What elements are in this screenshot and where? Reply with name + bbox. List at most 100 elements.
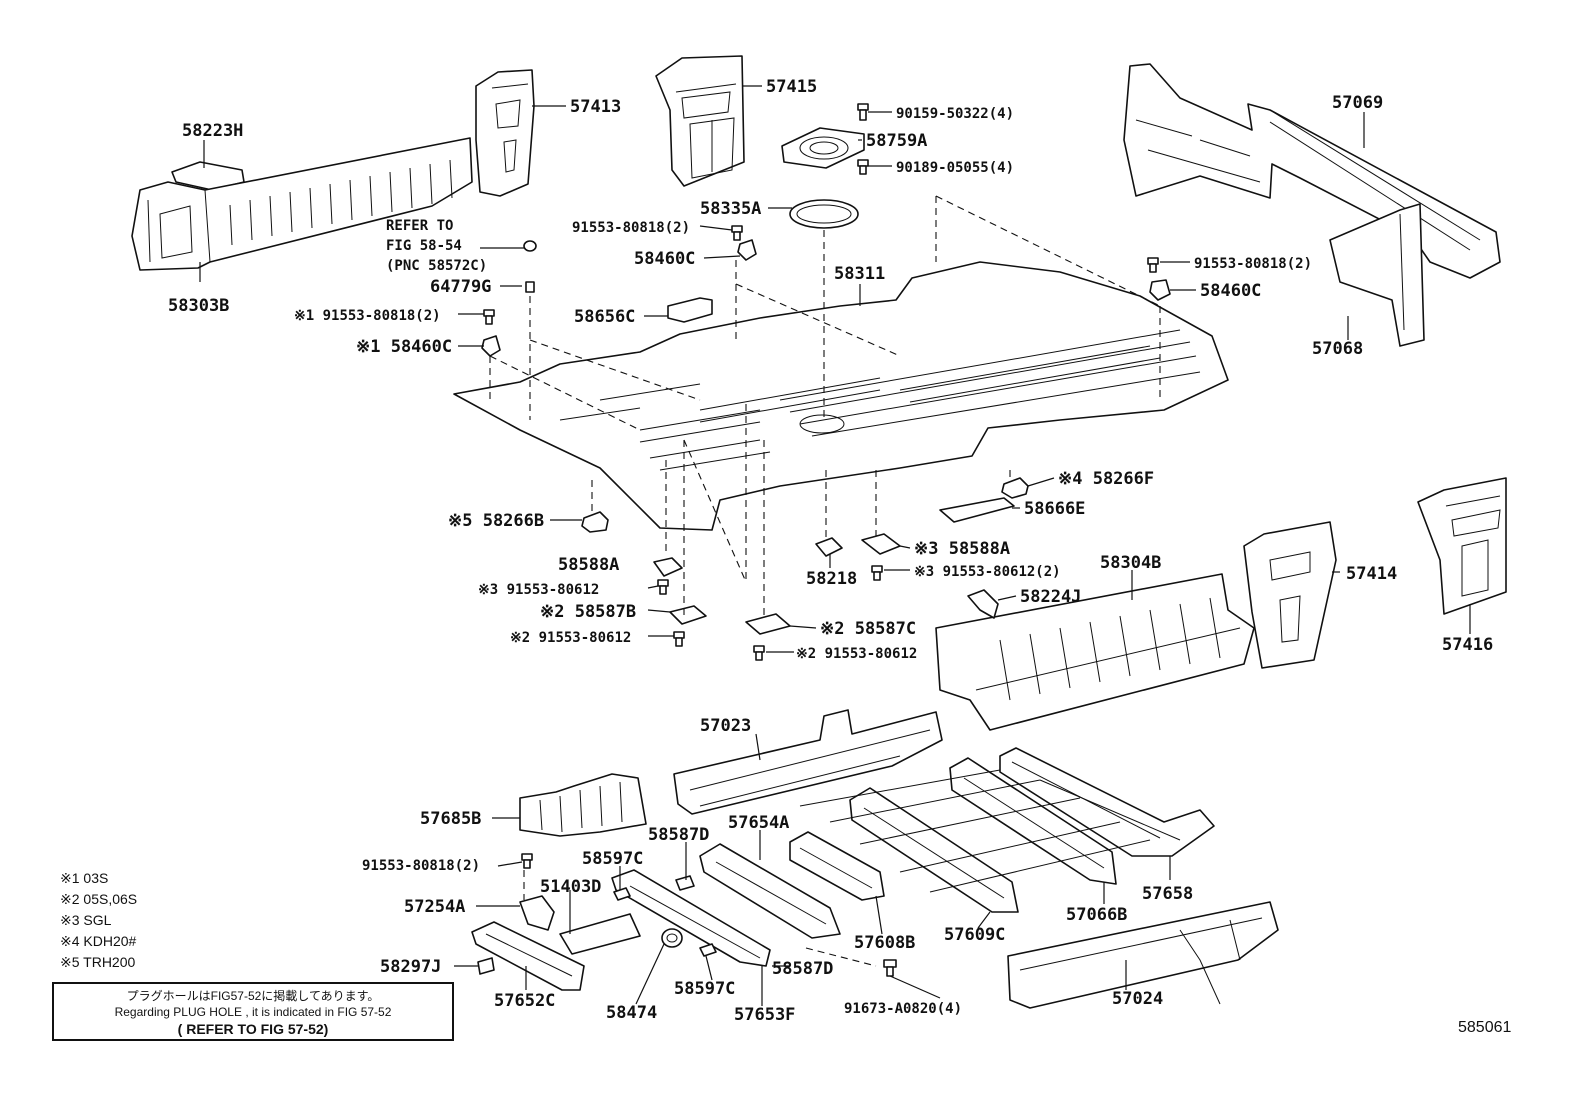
label-58304B: 58304B — [1100, 553, 1161, 573]
part-58587D-t — [675, 875, 695, 891]
label-58460C-right: 58460C — [1200, 281, 1261, 301]
legend-item: ※2 05S,06S — [60, 891, 138, 907]
label-91553-80612-2-left: ※2 91553-80612 — [510, 630, 631, 646]
label-57685B: 57685B — [420, 809, 481, 829]
part-57653F — [611, 869, 771, 967]
part-57023 — [673, 709, 943, 815]
part-58656C — [667, 297, 713, 323]
part-57608B — [789, 831, 885, 901]
label-57254A: 57254A — [404, 897, 465, 917]
bolt-80612-c — [753, 645, 765, 661]
label-58303B: 58303B — [168, 296, 229, 316]
label-57023: 57023 — [700, 716, 751, 736]
label-57414: 57414 — [1346, 564, 1397, 584]
part-57685B — [519, 773, 647, 837]
label-refer-to: REFER TO — [386, 218, 453, 234]
label-57609C: 57609C — [944, 925, 1005, 945]
part-57254A — [519, 895, 555, 931]
bolt-90159 — [857, 103, 869, 121]
label-90189-05055: 90189-05055(4) — [896, 160, 1014, 176]
label-58656C: 58656C — [574, 307, 635, 327]
label-58588A-right: ※3 58588A — [914, 539, 1010, 559]
part-57068 — [1329, 203, 1425, 347]
label-91553-80818-right: 91553-80818(2) — [1194, 256, 1312, 272]
label-57069: 57069 — [1332, 93, 1383, 113]
label-58311: 58311 — [834, 264, 885, 284]
part-58587B — [669, 605, 707, 625]
label-57415: 57415 — [766, 77, 817, 97]
part-58218 — [815, 537, 843, 557]
part-58587C — [745, 613, 791, 635]
part-58588A-left — [653, 557, 683, 577]
label-91553-80818-left: ※1 91553-80818(2) — [294, 308, 441, 324]
label-refer-pnc: (PNC 58572C) — [386, 258, 487, 274]
part-57416 — [1417, 477, 1507, 615]
bolt-80612-a — [657, 579, 669, 595]
leader-lines — [199, 85, 1471, 1006]
part-labels: 58223H 58303B 57413 57415 90159-50322(4)… — [168, 77, 1493, 1025]
part-57069 — [1123, 63, 1501, 279]
label-58597C-top: 58597C — [582, 849, 643, 869]
part-58666E — [939, 497, 1015, 523]
label-58597C-bottom: 58597C — [674, 979, 735, 999]
label-58223H: 58223H — [182, 121, 243, 141]
bolt-right — [1147, 257, 1159, 273]
label-57653F: 57653F — [734, 1005, 795, 1025]
label-58266F: ※4 58266F — [1058, 469, 1154, 489]
label-57024: 57024 — [1112, 989, 1163, 1009]
part-58759A — [781, 127, 865, 169]
part-58224J — [967, 589, 999, 619]
label-91553-80612-3-right: ※3 91553-80612(2) — [914, 564, 1061, 580]
label-58460C-left: ※1 58460C — [356, 337, 452, 357]
variant-legend: ※1 03S ※2 05S,06S ※3 SGL ※4 KDH20# ※5 TR… — [60, 868, 137, 973]
part-58460C-left — [481, 335, 501, 357]
part-51403D — [559, 913, 641, 955]
label-91673-A0820: 91673-A0820(4) — [844, 1001, 962, 1017]
label-57416: 57416 — [1442, 635, 1493, 655]
part-57415 — [655, 55, 745, 187]
note-japanese: プラグホールはFIG57-52に掲載してあります。 — [126, 989, 380, 1003]
label-58587C: ※2 58587C — [820, 619, 916, 639]
legend-item: ※5 TRH200 — [60, 954, 136, 970]
label-58759A: 58759A — [866, 131, 927, 151]
part-58266F — [1001, 477, 1029, 499]
label-58587D-top: 58587D — [648, 825, 709, 845]
label-64779G: 64779G — [430, 277, 491, 297]
bolt-left — [483, 309, 495, 325]
label-57413: 57413 — [570, 97, 621, 117]
part-57413 — [475, 69, 535, 197]
bolt-91673 — [883, 959, 897, 977]
part-58597C-b — [699, 943, 717, 957]
plug-hole-note: プラグホールはFIG57-52に掲載してあります。 Regarding PLUG… — [52, 982, 454, 1041]
label-58266B: ※5 58266B — [448, 511, 544, 531]
part-57024 — [1007, 901, 1279, 1009]
assembly-lines — [489, 195, 1161, 967]
part-57652C — [471, 921, 585, 991]
bolt-80612-d — [871, 565, 883, 581]
part-58588A-right — [861, 533, 901, 555]
bolt-center — [731, 225, 743, 241]
bolt-57685B — [521, 853, 533, 869]
label-91553-80612-3-left: ※3 91553-80612 — [478, 582, 599, 598]
legend-item: ※4 KDH20# — [60, 933, 137, 949]
label-57652C: 57652C — [494, 991, 555, 1011]
label-58224J: 58224J — [1020, 587, 1081, 607]
part-58597C-t — [613, 887, 631, 901]
label-refer-fig: FIG 58-54 — [386, 238, 462, 254]
label-58666E: 58666E — [1024, 499, 1085, 519]
label-57068: 57068 — [1312, 339, 1363, 359]
label-91553-80818-bottom: 91553-80818(2) — [362, 858, 480, 874]
label-58297J: 58297J — [380, 957, 441, 977]
part-58303B — [131, 137, 473, 271]
label-58588A-left: 58588A — [558, 555, 619, 575]
plug-64779G — [523, 240, 537, 293]
label-58218: 58218 — [806, 569, 857, 589]
label-90159-50322: 90159-50322(4) — [896, 106, 1014, 122]
legend-item: ※1 03S — [60, 870, 109, 886]
part-58335A — [789, 199, 859, 229]
label-58474: 58474 — [606, 1003, 657, 1023]
note-refer: ( REFER TO FIG 57-52) — [177, 1021, 329, 1037]
label-58460C-center: 58460C — [634, 249, 695, 269]
bolt-90189 — [857, 159, 869, 175]
label-57608B: 57608B — [854, 933, 915, 953]
